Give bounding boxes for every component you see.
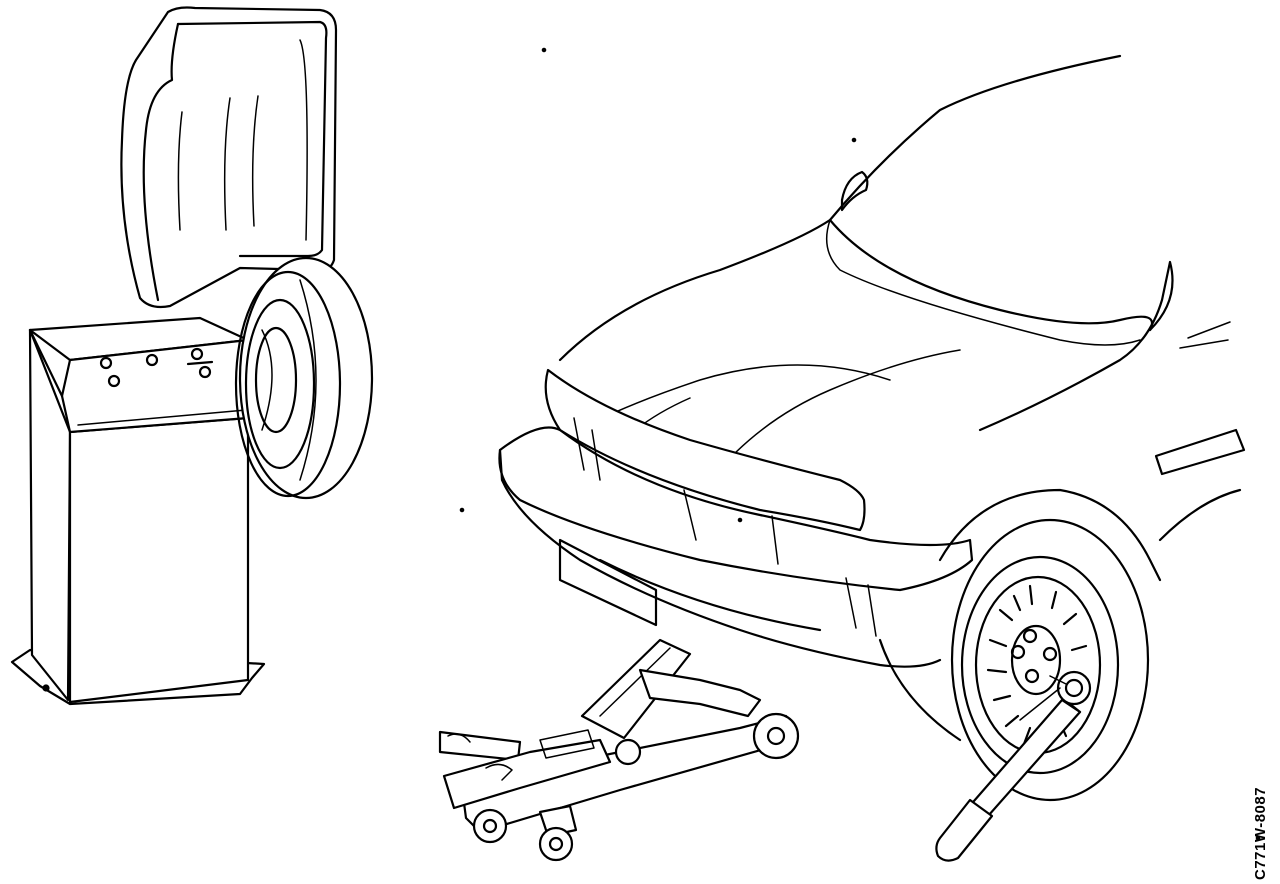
car-wheel: [950, 518, 1150, 802]
mirror: [840, 170, 869, 212]
wheel-balancer: [10, 6, 374, 706]
balancer-tire: [234, 256, 374, 500]
front-bumper: [498, 426, 974, 592]
figure-code: C771W-8087: [1252, 786, 1269, 880]
car-front: [498, 54, 1246, 802]
hood: [558, 218, 1153, 362]
lug-wrench: [935, 670, 1092, 862]
windshield: [828, 54, 1122, 222]
balancer-hood: [120, 6, 338, 309]
balancer-cabinet: [10, 316, 266, 706]
floor-jack: [438, 638, 800, 862]
print-specks: [459, 47, 1261, 841]
